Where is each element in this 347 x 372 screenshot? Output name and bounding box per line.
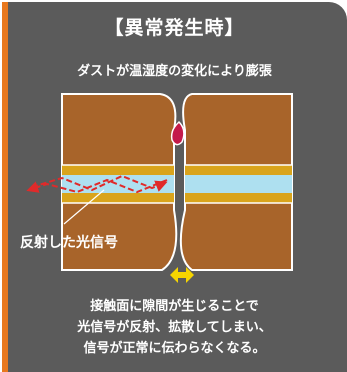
caption-line-3: 信号が正常に伝わらなくなる。 (83, 341, 266, 356)
dust-expansion-label: ダストが温湿度の変化により膨張 (77, 64, 272, 79)
left-cladding-top (62, 165, 177, 175)
right-ferrule (179, 93, 293, 271)
reflected-signal-label: 反射した光信号 (20, 235, 118, 251)
dust-particle-icon (170, 120, 185, 146)
panel-title: 【異常発生時】 (104, 17, 245, 39)
left-cladding-bottom (62, 193, 177, 203)
signal-path-forward (31, 174, 168, 192)
right-cladding-bottom (180, 193, 292, 203)
right-fiber-core (180, 175, 292, 193)
reflection-leader-line (63, 189, 105, 225)
explanation-caption: 接触面に隙間が生じることで 光信号が反射、拡散してしまい、 信号が正常に伝わらな… (2, 296, 347, 359)
caption-line-2: 光信号が反射、拡散してしまい、 (77, 320, 272, 335)
left-ferrule (61, 93, 178, 271)
accent-bar (2, 2, 8, 372)
signal-path-reflected (26, 178, 168, 194)
gap-double-arrow-icon (170, 267, 194, 283)
right-cladding-top (180, 165, 292, 175)
caption-line-1: 接触面に隙間が生じることで (90, 299, 259, 314)
